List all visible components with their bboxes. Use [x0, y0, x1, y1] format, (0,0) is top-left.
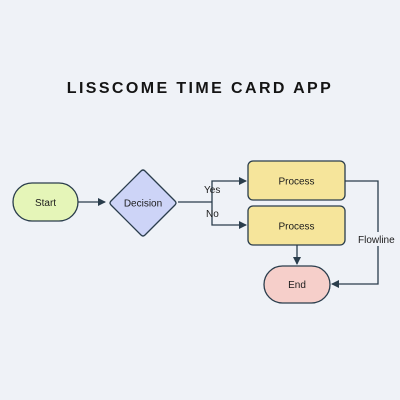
decision-label: Decision [124, 199, 162, 210]
process-yes-label: Process [278, 177, 314, 188]
edge-label-yes: Yes [204, 185, 220, 196]
end-terminal-shape [263, 265, 331, 304]
edge-no-branch [211, 202, 247, 229]
start-terminal-shape [12, 182, 79, 222]
edge-label-no: No [206, 209, 219, 220]
process-no-label: Process [278, 222, 314, 233]
node-end: End [263, 265, 331, 304]
diagram-title: LISSCOME TIME CARD APP [66, 80, 334, 97]
edge-label-flowline: Flowline [358, 235, 395, 246]
flowline-label-bg [356, 232, 400, 246]
node-process-yes: Process [247, 160, 346, 201]
node-process-no: Process [247, 205, 346, 246]
edge-yes-branch [211, 177, 247, 202]
end-label: End [288, 280, 306, 291]
process-no-shape [247, 205, 346, 246]
process-yes-shape [247, 160, 346, 201]
node-decision: Decision [109, 169, 177, 237]
start-label: Start [35, 198, 56, 209]
node-start: Start [12, 182, 79, 222]
decision-diamond-shape [109, 169, 177, 237]
